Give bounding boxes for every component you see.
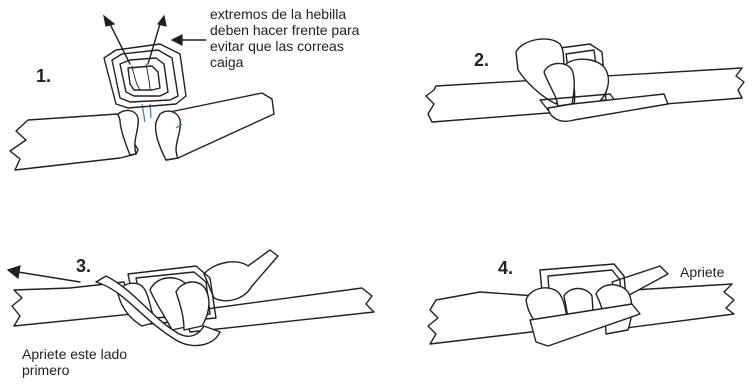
step-4-note-line: Apriete [680,264,725,280]
step-3-note-line: Apriete este lado [22,346,128,362]
step-number: 2. [474,50,490,70]
step-1-note-line: caiga [210,54,244,70]
step-4-illustration [427,263,735,347]
arrow-up-icon [103,14,131,65]
step-3-note-line: primero [22,362,70,378]
strap-icon [9,113,139,171]
step-number: 1. [36,66,52,86]
step-2-illustration [425,38,745,123]
arrow-left-icon [170,34,207,46]
step-number: 3. [76,256,92,276]
step-1-note-line: deben hacer frente para [210,22,360,38]
step-1-note-line: evitar que las correas [210,38,344,54]
arrow-left-icon [6,265,81,283]
buckle-icon [103,43,187,109]
strap-icon [599,283,735,331]
step-1-note-line: extremos de la hebilla [210,6,347,22]
step-number: 4. [498,258,514,278]
step-1-illustration [9,14,275,171]
arrow-up-icon [147,14,167,65]
step-3-illustration [6,249,375,347]
